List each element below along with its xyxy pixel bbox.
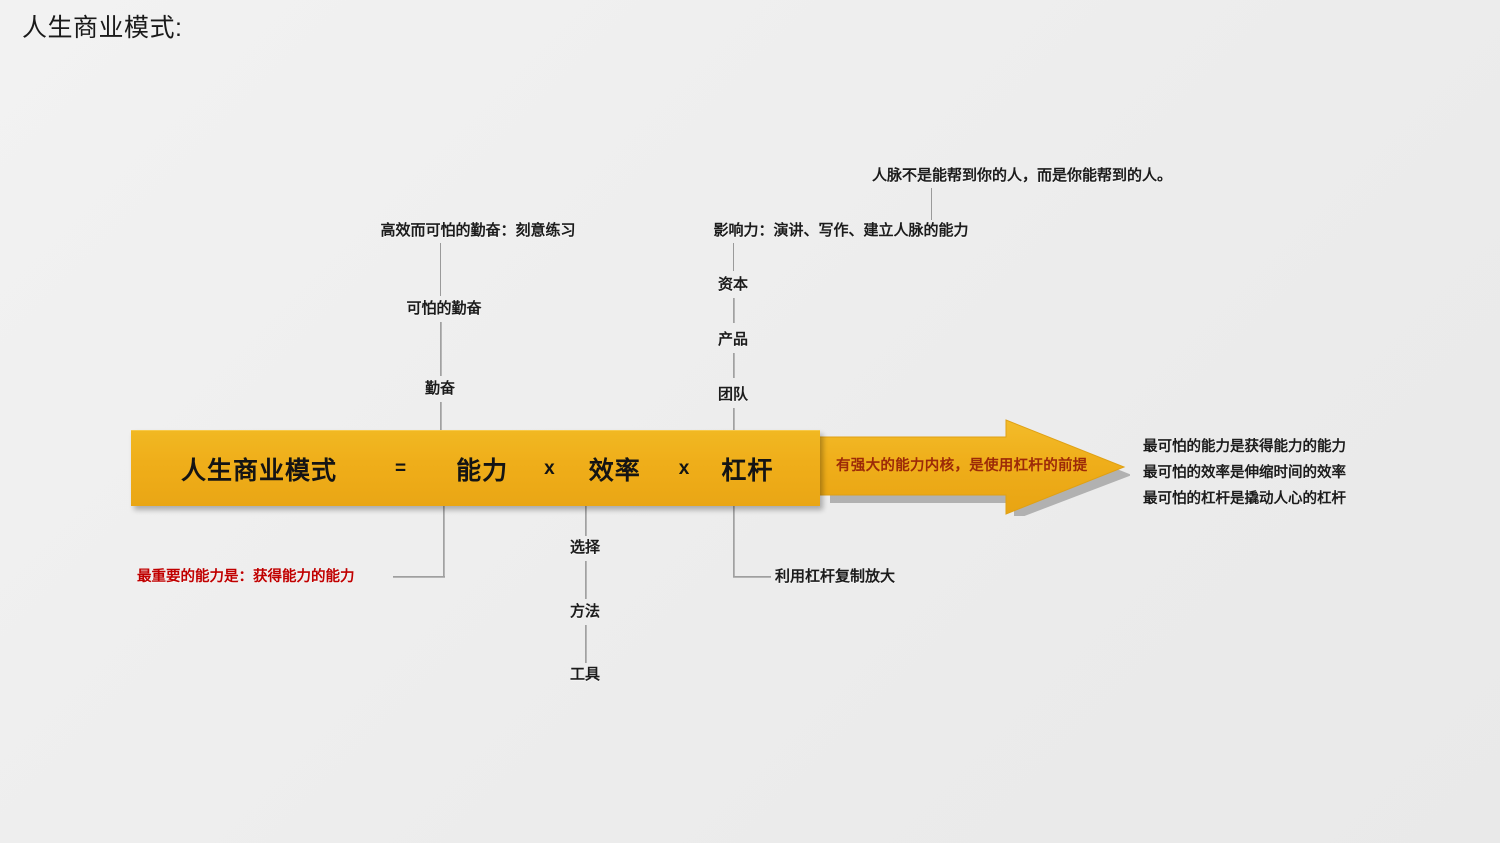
ability-note: 最重要的能力是：获得能力的能力 (137, 569, 355, 585)
efficiency-level-1: 可怕的勤奋 (406, 300, 482, 317)
connector-leverage-1 (733, 243, 734, 271)
leverage-below-note: 利用杠杆复制放大 (775, 568, 896, 585)
formula-bar[interactable]: 人生商业模式 = 能力 x 效率 x 杠杆 (131, 430, 820, 506)
connector-ability-elbow (393, 576, 445, 578)
formula-subject: 人生商业模式 (181, 456, 338, 485)
leverage-level-1: 资本 (717, 276, 749, 293)
connector-efficiency-1 (440, 243, 441, 296)
leverage-level-2: 产品 (717, 331, 749, 348)
conclusion-arrow[interactable]: 有强大的能力内核，是使用杠杆的前提 (817, 418, 1132, 520)
leverage-level-3: 团队 (717, 386, 749, 403)
efficiency-headline: 高效而可怕的勤奋：刻意练习 (380, 222, 576, 239)
connector-efficiency-below-1 (585, 506, 587, 536)
connector-leverage-3 (733, 353, 735, 378)
conclusion-line-3: 最可怕的杠杆是撬动人心的杠杆 (1143, 491, 1346, 507)
page-title: 人生商业模式: (22, 14, 183, 42)
formula-equals: = (395, 457, 407, 479)
arrow-shape (817, 419, 1132, 520)
connector-leverage-note (931, 188, 932, 220)
arrow-label: 有强大的能力内核，是使用杠杆的前提 (836, 458, 1088, 474)
conclusion-list: 最可怕的能力是获得能力的能力 最可怕的效率是伸缩时间的效率 最可怕的杠杆是撬动人… (1143, 434, 1346, 512)
efficiency-below-2: 方法 (569, 603, 601, 620)
formula-factor-efficiency: 效率 (588, 456, 641, 485)
connector-ability-down (443, 506, 445, 578)
formula-factor-leverage: 杠杆 (721, 456, 774, 485)
efficiency-below-3: 工具 (569, 666, 601, 683)
formula-factor-ability: 能力 (456, 456, 509, 485)
leverage-network-note: 人脉不是能帮到你的人，而是你能帮到的人。 (871, 167, 1173, 184)
efficiency-level-2: 勤奋 (424, 380, 456, 397)
connector-leverage-4 (733, 408, 735, 434)
connector-efficiency-below-3 (585, 625, 587, 663)
efficiency-below-1: 选择 (569, 539, 601, 556)
connector-leverage-2 (733, 298, 735, 323)
conclusion-line-2: 最可怕的效率是伸缩时间的效率 (1143, 465, 1346, 481)
connector-efficiency-below-2 (585, 561, 587, 599)
conclusion-line-1: 最可怕的能力是获得能力的能力 (1143, 439, 1346, 455)
leverage-headline: 影响力：演讲、写作、建立人脉的能力 (713, 222, 969, 239)
formula-multiply-1: x (544, 457, 555, 479)
connector-leverage-elbow (733, 576, 771, 578)
connector-leverage-down (733, 506, 735, 578)
connector-efficiency-3 (440, 402, 442, 434)
formula-multiply-2: x (678, 457, 690, 479)
connector-efficiency-2 (440, 322, 442, 376)
